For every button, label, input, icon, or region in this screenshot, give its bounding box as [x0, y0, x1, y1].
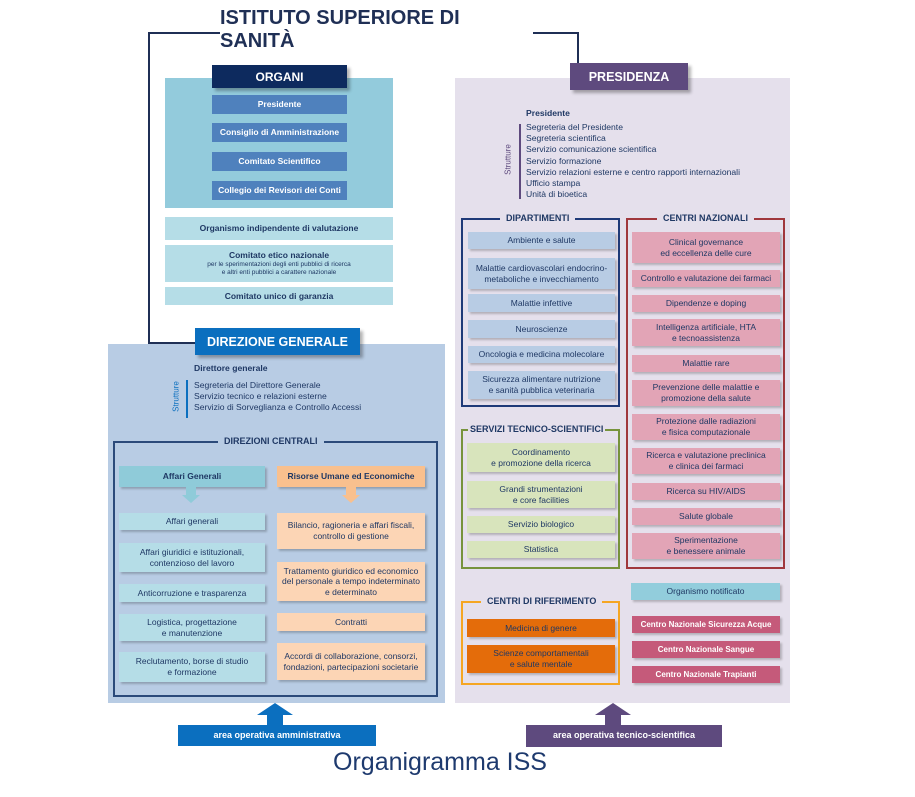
dipartimento-item: Neuroscienze [468, 320, 615, 338]
struttura-item: Servizio tecnico e relazioni esterne [194, 391, 327, 402]
servizio-item: Servizio biologico [467, 516, 615, 533]
centro-nazionale-item: Dipendenze e doping [632, 295, 780, 312]
centro-riferimento-item: Scienze comportamentali e salute mentale [467, 645, 615, 673]
comitato-etico-box: Comitato etico nazionale per le sperimen… [165, 245, 393, 282]
centro-nazionale-item: Clinical governance ed eccellenza delle … [632, 232, 780, 263]
down-arrow-icon [346, 487, 356, 495]
institute-title: ISTITUTO SUPERIORE DI SANITÀ [220, 7, 460, 52]
struttura-item: Segreteria scientifica [526, 133, 606, 144]
footer-title: Organigramma ISS [333, 748, 547, 776]
struttura-item: Ufficio stampa [526, 178, 581, 189]
connector-line [148, 32, 150, 344]
struttura-item: Segreteria del Presidente [526, 122, 623, 132]
centro-nazionale-item: Protezione dalle radiazioni e fisica com… [632, 414, 780, 440]
direzioni-centrali-label: DIREZIONI CENTRALI [218, 436, 324, 446]
risorse-item: Trattamento giuridico ed economico del p… [277, 562, 425, 601]
centro-nazionale-item: Ricerca su HIV/AIDS [632, 483, 780, 500]
up-arrow-icon [257, 703, 293, 715]
affari-item: Logistica, progettazione e manutenzione [119, 614, 265, 641]
down-arrow-icon [186, 487, 196, 495]
direttore-label: Direttore generale [194, 363, 268, 373]
centro-nazionale-item: Ricerca e valutazione preclinica e clini… [632, 448, 780, 474]
dipartimenti-label: DIPARTIMENTI [500, 213, 576, 223]
organo-item: Consiglio di Amministrazione [212, 123, 347, 142]
oiv-box: Organismo indipendente di valutazione [165, 217, 393, 240]
riferimento-label: CENTRI DI RIFERIMENTO [481, 596, 603, 606]
centro-nazionale-item: Controllo e valutazione dei farmaci [632, 270, 780, 287]
connector-line [577, 32, 579, 66]
struttura-item: Unità di bioetica [526, 189, 588, 200]
organismo-notificato-box: Organismo notificato [631, 583, 780, 600]
connector-line [148, 32, 220, 34]
affari-item: Anticorruzione e trasparenza [119, 584, 265, 602]
risorse-item: Bilancio, ragioneria e affari fiscali, c… [277, 513, 425, 549]
centro-nazionale-item: Malattie rare [632, 355, 780, 372]
centro-nazionale-item: Salute globale [632, 508, 780, 525]
strutture-label: Strutture [503, 144, 513, 175]
affari-item: Affari generali [119, 513, 265, 530]
affari-item: Affari giuridici e istituzionali, conten… [119, 543, 265, 572]
presidente-label: Presidente [526, 108, 570, 118]
up-arrow-icon [267, 714, 283, 726]
struttura-item: Servizio relazioni esterne e centro rapp… [526, 166, 741, 177]
connector-line [148, 342, 208, 344]
risorse-header: Risorse Umane ed Economiche [277, 466, 425, 487]
centro-nazionale-item: Sperimentazione e benessere animale [632, 533, 780, 559]
organo-item: Comitato Scientifico [212, 152, 347, 171]
strutture-bar [186, 380, 188, 418]
area-tecnico-scientifica-label: area operativa tecnico-scientifica [526, 725, 722, 747]
strutture-label: Strutture [171, 381, 181, 412]
direzione-header: DIREZIONE GENERALE [195, 328, 360, 355]
area-amministrativa-label: area operativa amministrativa [178, 725, 376, 746]
organi-header: ORGANI [212, 65, 347, 88]
connector-line [533, 32, 579, 34]
affari-item: Reclutamento, borse di studio e formazio… [119, 652, 265, 682]
centri-nazionali-label: CENTRI NAZIONALI [657, 213, 754, 223]
struttura-item: Servizio comunicazione scientifica [526, 144, 657, 155]
down-arrow-icon [182, 495, 200, 503]
servizio-item: Statistica [467, 541, 615, 558]
risorse-item: Accordi di collaborazione, consorzi, fon… [277, 643, 425, 680]
dipartimento-item: Ambiente e salute [468, 232, 615, 249]
comitato-etico-title: Comitato etico nazionale [228, 250, 330, 261]
centro-nazionale-item: Prevenzione delle malattie e promozione … [632, 380, 780, 406]
centro-nazionale-speciale: Centro Nazionale Trapianti [632, 666, 780, 683]
centro-nazionale-speciale: Centro Nazionale Sangue [632, 641, 780, 658]
up-arrow-icon [595, 703, 631, 715]
servizio-item: Grandi strumentazioni e core facilities [467, 481, 615, 508]
struttura-item: Servizio formazione [526, 155, 602, 166]
dipartimento-item: Sicurezza alimentare nutrizione e sanità… [468, 371, 615, 399]
affari-generali-header: Affari Generali [119, 466, 265, 487]
risorse-item: Contratti [277, 613, 425, 631]
struttura-item: Segreteria del Direttore Generale [194, 380, 321, 390]
centro-nazionale-speciale: Centro Nazionale Sicurezza Acque [632, 616, 780, 633]
dipartimento-item: Malattie infettive [468, 294, 615, 312]
dipartimento-item: Oncologia e medicina molecolare [468, 346, 615, 363]
organo-item: Collegio dei Revisori dei Conti [212, 181, 347, 200]
up-arrow-icon [605, 714, 621, 726]
servizi-label: SERVIZI TECNICO-SCIENTIFICI [468, 424, 606, 434]
comitato-etico-subtitle: per le sperimentazioni degli enti pubbli… [207, 260, 351, 276]
struttura-item: Servizio di Sorveglianza e Controllo Acc… [194, 402, 362, 413]
cug-box: Comitato unico di garanzia [165, 287, 393, 305]
presidenza-header: PRESIDENZA [570, 63, 688, 90]
dipartimento-item: Malattie cardiovascolari endocrino- meta… [468, 258, 615, 289]
down-arrow-icon [342, 495, 360, 503]
centro-riferimento-item: Medicina di genere [467, 619, 615, 637]
centro-nazionale-item: Intelligenza artificiale, HTA e tecnoass… [632, 319, 780, 346]
organo-item: Presidente [212, 95, 347, 114]
strutture-bar [519, 124, 521, 199]
servizio-item: Coordinamento e promozione della ricerca [467, 443, 615, 472]
